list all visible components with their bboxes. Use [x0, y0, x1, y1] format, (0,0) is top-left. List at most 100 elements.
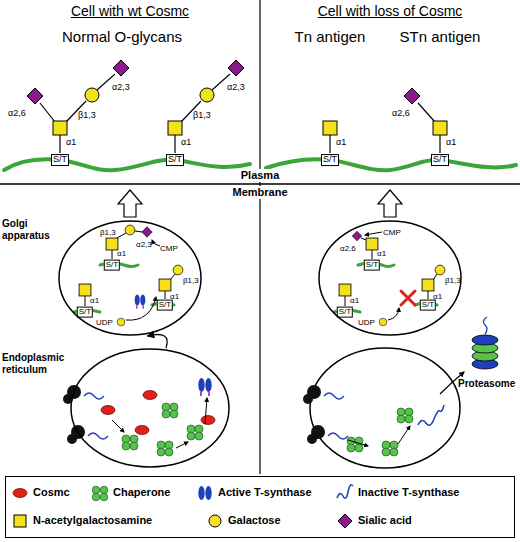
er-content [112, 420, 124, 432]
er-content [348, 440, 368, 446]
block-cross [401, 291, 415, 305]
legend-sample [14, 515, 26, 527]
legend-text: Chaperone [113, 486, 170, 499]
golgi-content [422, 279, 434, 291]
legend-sample [13, 489, 27, 498]
legend-swatch [336, 512, 354, 530]
golgi-content [117, 233, 126, 238]
panel-heading: Cell with loss of Cosmc [318, 3, 463, 19]
golgi-content [135, 231, 142, 232]
bond-label: β1,3 [445, 276, 461, 285]
panel-heading: Cell with wt Cosmc [71, 3, 189, 19]
bond-label: α2,3 [112, 82, 130, 92]
donor-label: UDP [358, 318, 375, 327]
bond-label: α1 [181, 137, 191, 147]
membrane-label: Membrane [230, 186, 289, 199]
er-content [397, 408, 413, 423]
bond-label: α2,6 [340, 244, 356, 253]
er-content [328, 433, 348, 439]
legend-sample [337, 485, 353, 498]
golgi-content [345, 296, 346, 306]
golgi-content [339, 284, 351, 296]
residue-label: S/T [51, 154, 69, 166]
legend-swatch [11, 484, 29, 502]
glycan-residue [200, 88, 214, 102]
golgi-content [379, 318, 387, 326]
organelle-golgi: CMP UDP [318, 220, 462, 336]
golgi-content [135, 294, 146, 308]
bond-label: β1,3 [100, 228, 116, 237]
legend-text: Sialic acid [358, 514, 412, 527]
proteasome-symbol [483, 317, 487, 334]
bond-label: β1,3 [193, 110, 211, 120]
glycan-residue [323, 121, 337, 135]
golgi-content [361, 238, 366, 240]
transport-arrow [378, 190, 402, 217]
plasma-membrane [0, 184, 520, 185]
proteasome-symbol [472, 335, 498, 345]
legend-swatch [196, 484, 214, 502]
bond-label: α2,3 [136, 240, 152, 249]
glycan-bond [59, 135, 60, 153]
er-content [347, 437, 363, 452]
plasma-membrane [0, 183, 520, 185]
organelle-name: Endoplasmic reticulum [2, 352, 68, 375]
golgi-content [142, 227, 152, 237]
glycan-heading: STn antigen [400, 28, 481, 45]
legend-swatch [206, 512, 224, 530]
organelle-golgi: Golgi apparatusCMPUDP [58, 220, 202, 336]
bond-label: α1 [377, 249, 386, 258]
golgi-content [125, 225, 135, 235]
golgi-content [428, 291, 429, 299]
glycan-bond [174, 135, 175, 153]
er-content [176, 442, 188, 448]
legend-text: Inactive T-synthase [358, 486, 460, 499]
er-content [324, 393, 344, 399]
glycan-residue [27, 60, 447, 135]
legend-text: N-acetylgalactosamine [33, 514, 152, 527]
bond-label: β1,3 [183, 276, 199, 285]
proteasome-symbol [472, 317, 498, 369]
golgi-content [388, 308, 399, 320]
glycan-bond [418, 103, 435, 122]
donor-label: CMP [383, 228, 401, 237]
legend-box [5, 476, 515, 538]
residue-label: S/T [77, 307, 93, 318]
residue-label: S/T [420, 300, 436, 311]
organelle-outline [70, 348, 230, 468]
legend-text: Active T-synthase [218, 486, 312, 499]
golgi-content [366, 238, 378, 250]
golgi-content [106, 238, 118, 250]
protein-chain [266, 159, 516, 170]
legend-sample [209, 515, 221, 527]
er-content [398, 426, 410, 444]
golgi-content [435, 265, 445, 275]
golgi-content [159, 279, 171, 291]
organelle-er: Endoplasmic reticulum [70, 348, 230, 468]
organelle-outline [71, 349, 229, 467]
block-cross [401, 291, 415, 305]
bond-label: α1 [117, 249, 126, 258]
legend-sample [92, 486, 108, 501]
er-content [382, 441, 398, 456]
enzyme-lobe [198, 486, 204, 500]
bond-label: α1 [336, 137, 346, 147]
er-content [198, 378, 211, 396]
er-content [143, 391, 157, 400]
legend-swatch [91, 484, 109, 502]
organelle-outline [58, 220, 202, 336]
chaperone-bead [100, 486, 108, 494]
legend-text: Galactose [228, 514, 281, 527]
chaperone-bead [100, 493, 108, 501]
organelle-outline [59, 221, 201, 335]
er-content [157, 441, 173, 456]
chaperone-bead [92, 493, 100, 501]
organelle-outline [318, 220, 462, 336]
glycan-residue [228, 60, 244, 76]
donor-label: UDP [96, 318, 113, 327]
legend-sample [198, 486, 211, 500]
organelle-outline [319, 221, 461, 335]
residue-label: S/T [104, 260, 120, 271]
